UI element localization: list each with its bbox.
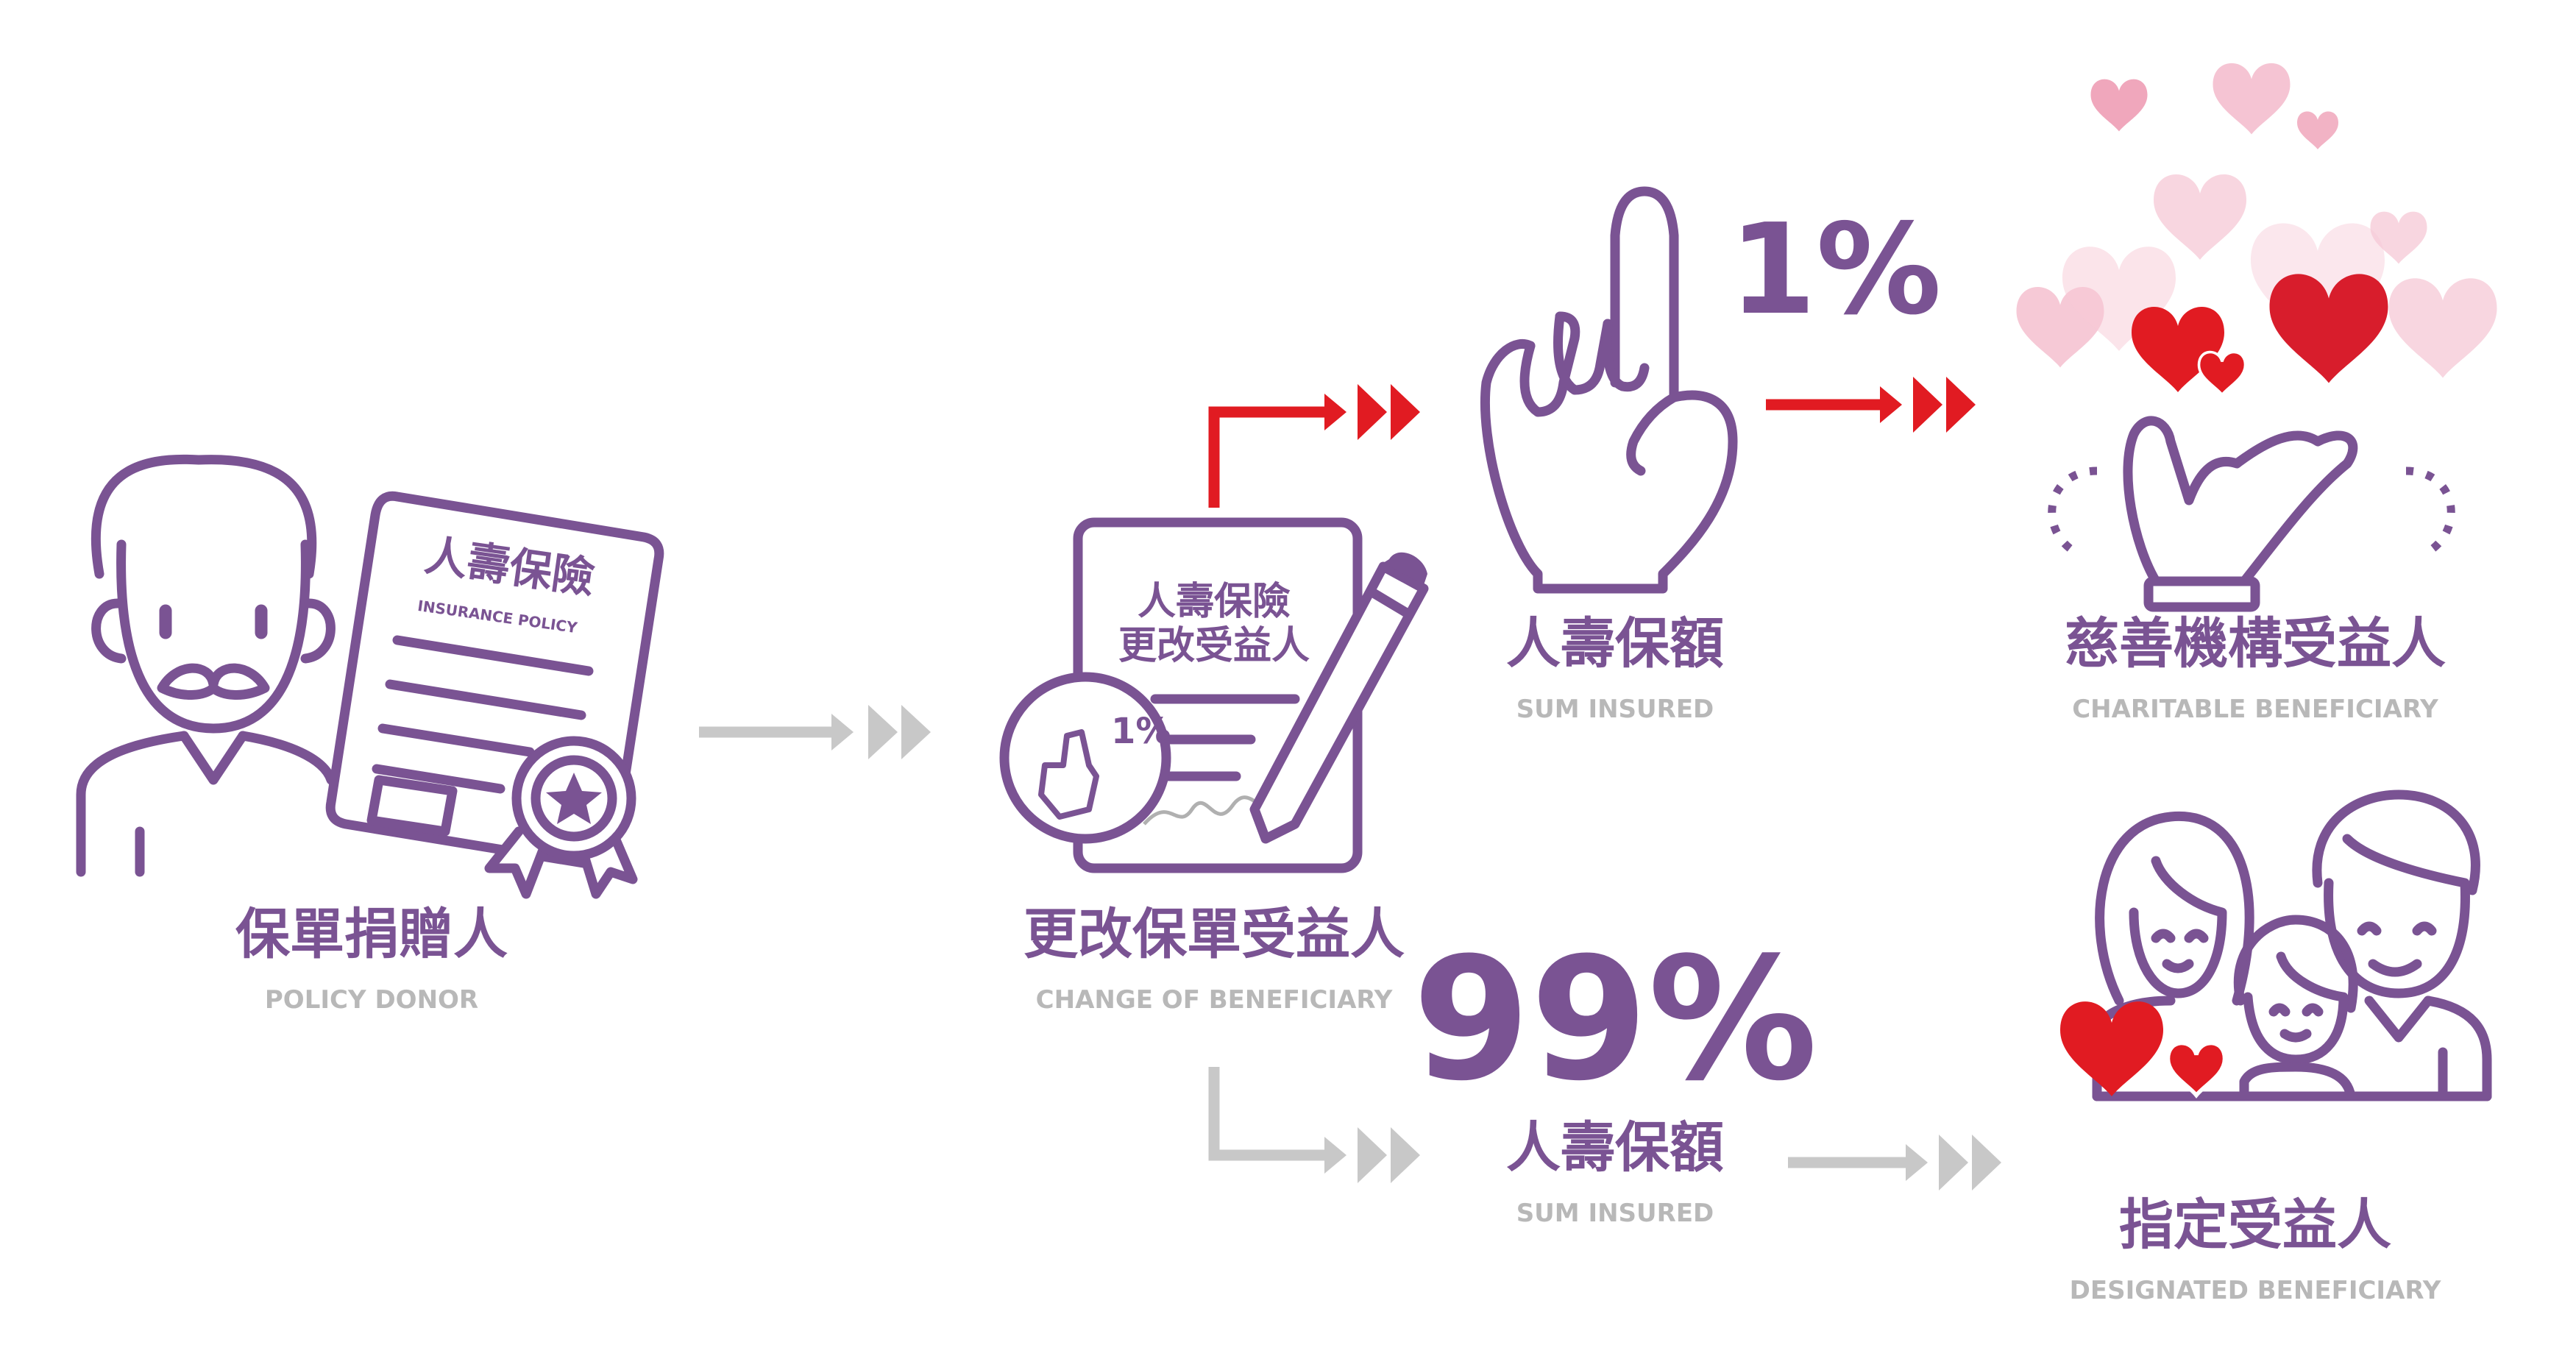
arrow-icon — [1788, 1135, 2001, 1191]
percent-one: 1% — [1729, 197, 1942, 343]
hearts-hand-icon — [2016, 63, 2497, 612]
change-label-en: CHANGE OF BENEFICIARY — [1036, 985, 1393, 1015]
sum-one-label-en: SUM INSURED — [1516, 695, 1714, 724]
charity-label-zh: 慈善機構受益人 — [2065, 612, 2446, 675]
change-label-zh: 更改保單受益人 — [1023, 903, 1405, 966]
change-document-icon: 人壽保險 更改受益人 1% — [999, 517, 1363, 873]
designated-label-zh: 指定受益人 — [2119, 1193, 2391, 1257]
change-doc-line2: 更改受益人 — [1118, 624, 1310, 668]
charity-label-en: CHARITABLE BENEFICIARY — [2072, 695, 2438, 724]
sum-two-label-en: SUM INSURED — [1516, 1199, 1714, 1228]
family-icon — [2092, 790, 2492, 1101]
donor-label-en: POLICY DONOR — [265, 985, 478, 1015]
pen-icon — [1249, 552, 1429, 844]
arrow-icon — [1208, 1067, 1420, 1183]
arrow-icon — [1766, 377, 1976, 433]
donor-man-icon — [76, 454, 336, 877]
designated-label-en: DESIGNATED BENEFICIARY — [2070, 1276, 2441, 1305]
sum-two-label-zh: 人壽保額 — [1506, 1116, 1724, 1179]
percent-ninety-nine: 99% — [1413, 922, 1818, 1118]
arrow-icon — [699, 705, 931, 759]
award-seal-icon — [484, 736, 638, 899]
arrow-icon — [1208, 384, 1420, 508]
sum-one-label-zh: 人壽保額 — [1506, 612, 1724, 675]
heart-icon — [2060, 1001, 2225, 1096]
change-doc-badge: 1% — [1111, 711, 1171, 752]
change-doc-line1: 人壽保險 — [1138, 580, 1291, 624]
one-finger-hand-icon — [1480, 186, 1738, 594]
donor-label-zh: 保單捐贈人 — [235, 903, 508, 966]
